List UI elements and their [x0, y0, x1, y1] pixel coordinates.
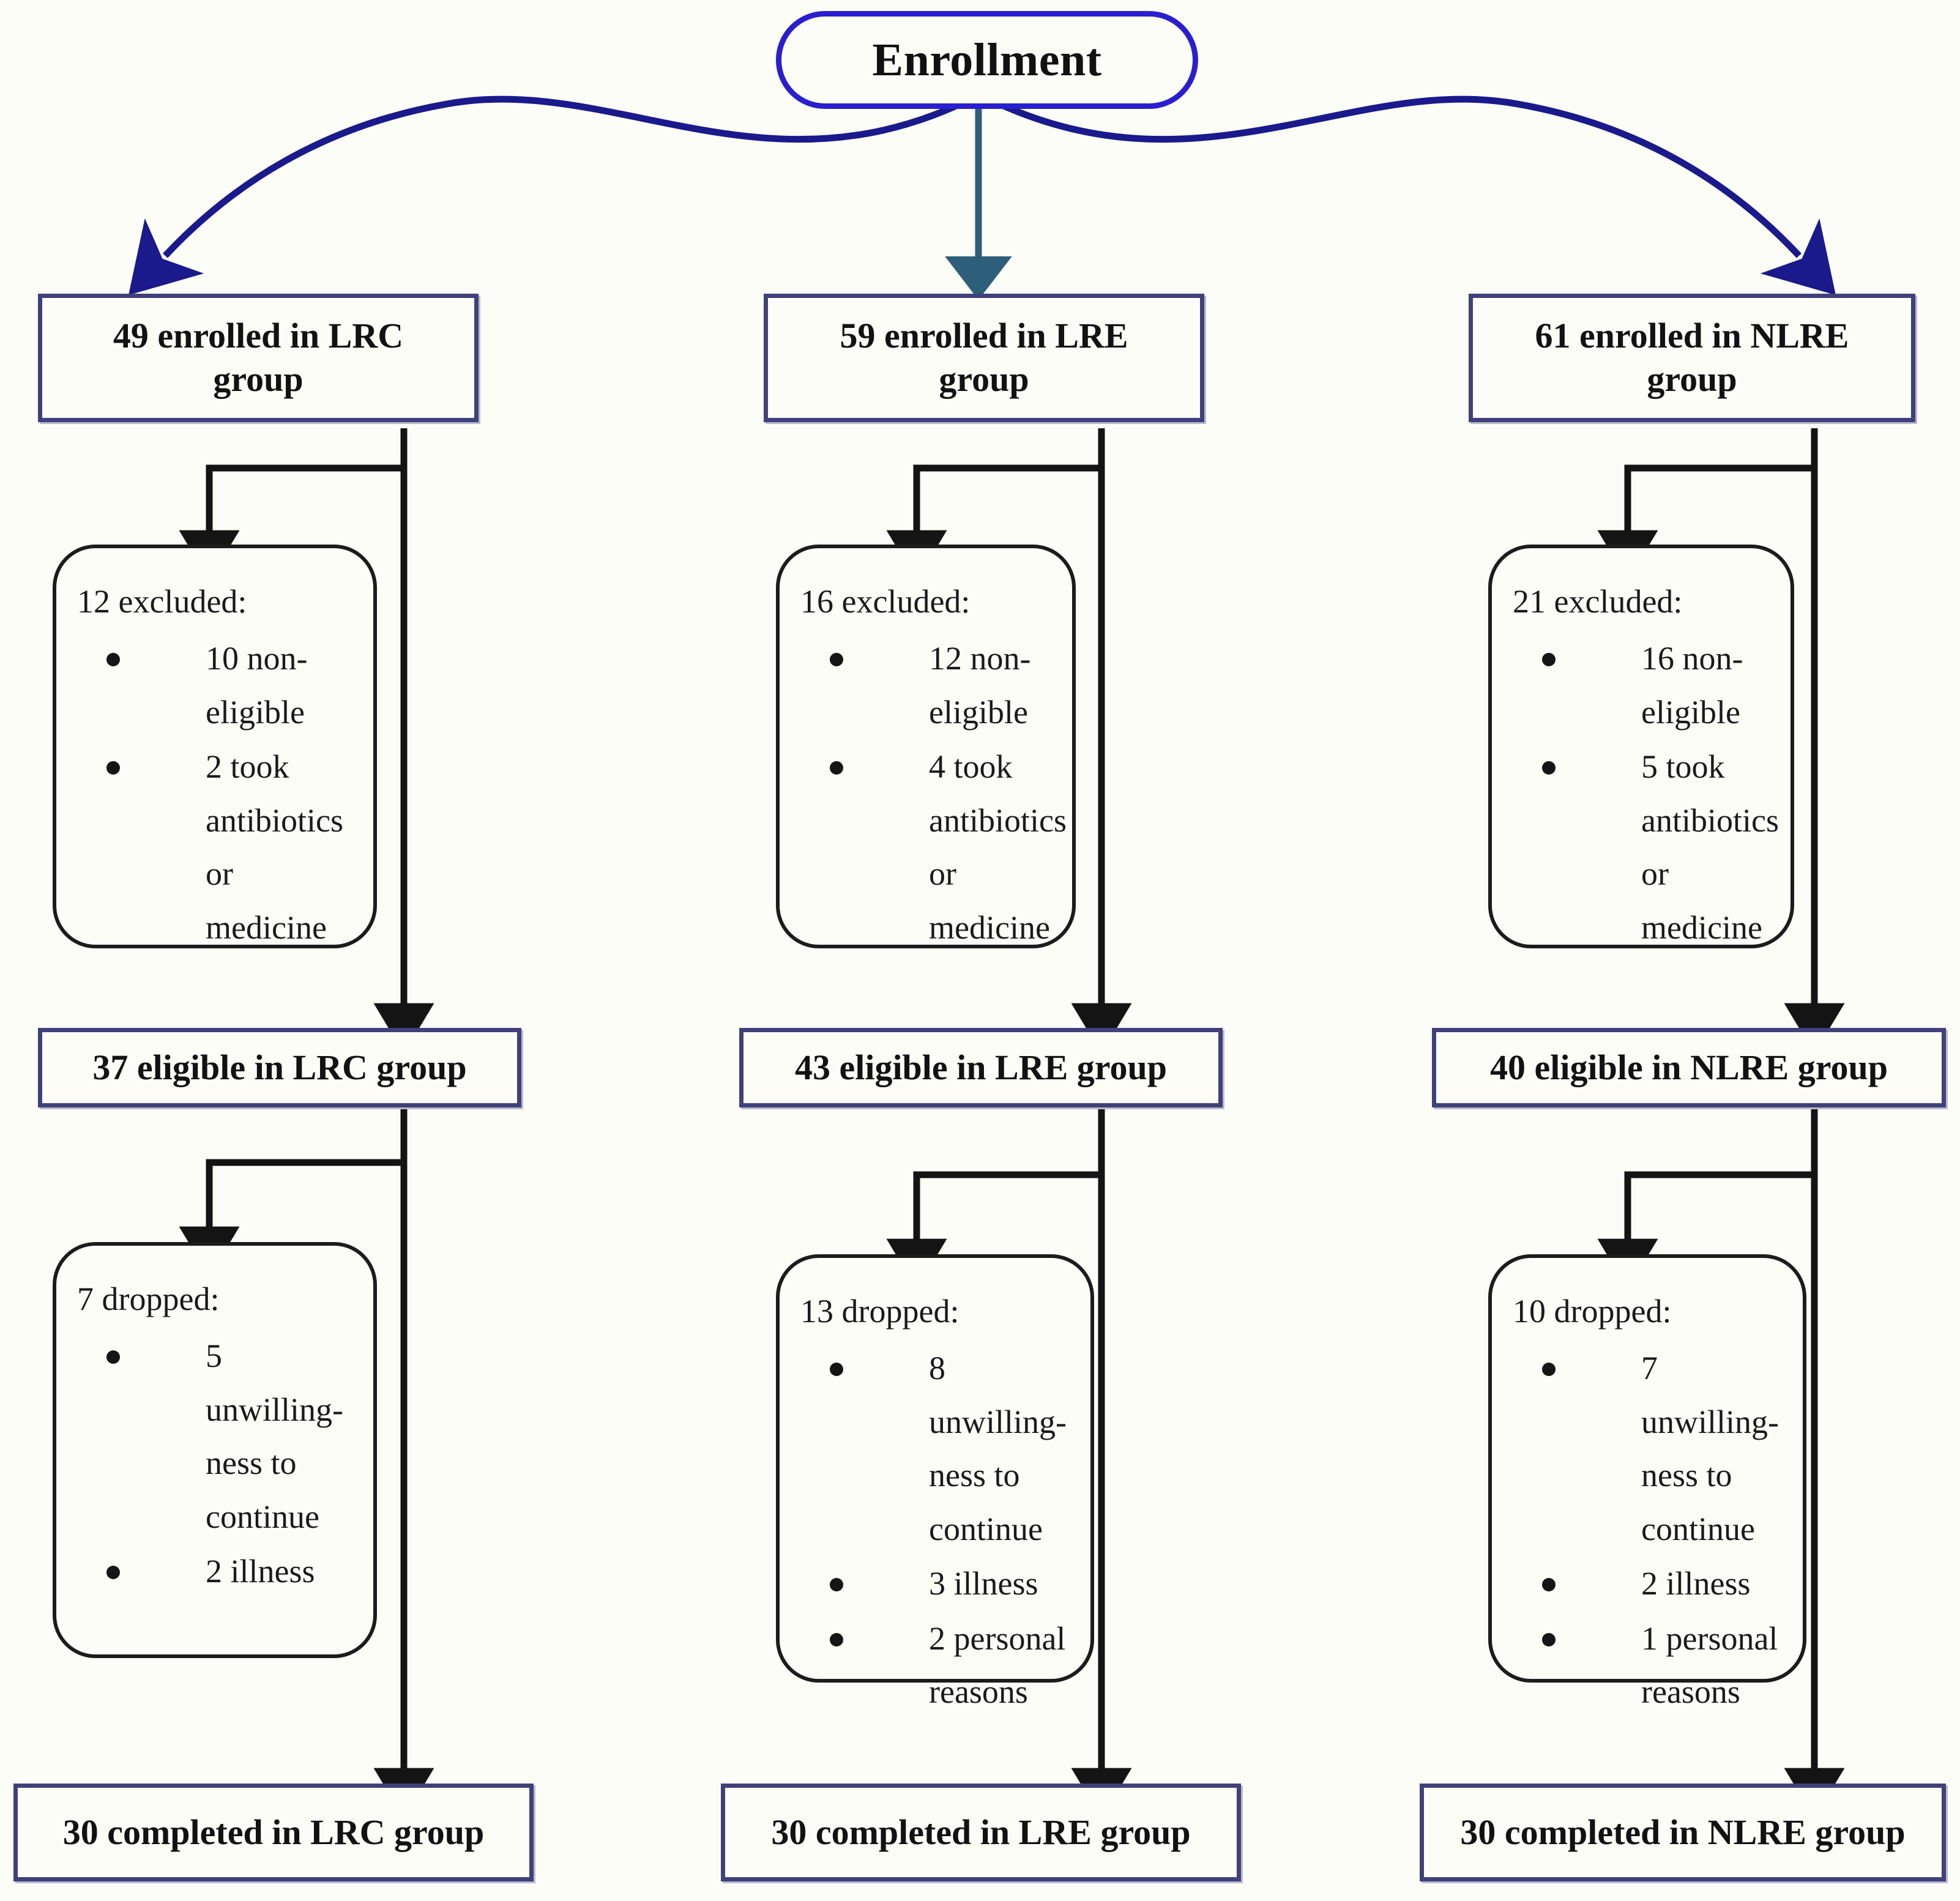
- lrc-branch-to-excluded: [179, 464, 404, 581]
- nlre-branch-to-excluded: [1597, 464, 1814, 581]
- list-item: 8 unwilling-ness to continue: [800, 1342, 1072, 1556]
- excluded-note-lrc[interactable]: 12 excluded: 10 non-eligible 2 took anti…: [53, 545, 377, 948]
- excluded-note-nlre[interactable]: 21 excluded: 16 non-eligible 5 took anti…: [1488, 545, 1794, 948]
- dropped-nlre-item-2: 1 personal reasons: [1641, 1620, 1778, 1711]
- enrollment-label: Enrollment: [872, 34, 1102, 86]
- excluded-lre-head: 16 excluded:: [800, 583, 971, 620]
- dropped-nlre-list: 7 unwilling-ness to continue 2 illness 1…: [1513, 1342, 1784, 1720]
- bullet-icon: [1542, 761, 1556, 775]
- bullet-icon: [1542, 1578, 1556, 1592]
- excluded-nlre-item-0: 16 non-eligible: [1641, 640, 1743, 731]
- lrc-branch-to-dropped: [179, 1159, 404, 1278]
- bullet-icon: [1542, 1632, 1556, 1646]
- completed-lrc-label: 30 completed in LRC group: [62, 1812, 485, 1852]
- enrolled-box-nlre[interactable]: 61 enrolled in NLRE group: [1469, 294, 1915, 422]
- enrolled-nlre-line2: group: [1647, 359, 1737, 399]
- bullet-icon: [830, 653, 843, 667]
- excluded-nlre-head: 21 excluded:: [1513, 583, 1683, 620]
- excluded-lrc-item-1: 2 took antibiotics or medicine: [206, 748, 343, 946]
- eligible-lre-label: 43 eligible in LRE group: [794, 1047, 1168, 1087]
- enrolled-lrc-line2: group: [213, 359, 304, 399]
- excluded-lrc-item-0: 10 non-eligible: [206, 640, 308, 731]
- lre-branch-to-excluded: [886, 464, 1101, 581]
- dropped-lre-list: 8 unwilling-ness to continue 3 illness 2…: [800, 1342, 1072, 1720]
- excluded-note-lre[interactable]: 16 excluded: 12 non-eligible 4 took anti…: [776, 545, 1076, 948]
- dropped-nlre-head: 10 dropped:: [1513, 1293, 1672, 1330]
- bullet-icon: [1542, 653, 1556, 667]
- dropped-lrc-item-1: 2 illness: [206, 1553, 315, 1590]
- list-item: 16 non-eligible: [1513, 632, 1772, 739]
- excluded-lre-item-1: 4 took antibiotics or medicine: [929, 748, 1067, 946]
- dropped-nlre-item-1: 2 illness: [1641, 1565, 1751, 1602]
- enrolled-lre-line2: group: [939, 359, 1029, 399]
- enrolled-box-lre[interactable]: 59 enrolled in LRE group: [764, 294, 1204, 422]
- enrolled-nlre-line1: 61 enrolled in NLRE: [1535, 316, 1849, 356]
- bullet-icon: [106, 653, 120, 667]
- dropped-note-nlre[interactable]: 10 dropped: 7 unwilling-ness to continue…: [1488, 1254, 1806, 1710]
- eligible-box-lrc[interactable]: 37 eligible in LRC group: [38, 1028, 521, 1107]
- bullet-icon: [830, 1632, 843, 1646]
- bullet-icon: [830, 1363, 843, 1377]
- bullet-icon: [106, 761, 120, 775]
- excluded-lre-item-0: 12 non-eligible: [929, 640, 1031, 731]
- dropped-lrc-item-0: 5 unwilling-ness to continue: [206, 1337, 343, 1535]
- bullet-icon: [106, 1566, 120, 1580]
- list-item: 2 illness: [1513, 1557, 1784, 1610]
- eligible-box-lre[interactable]: 43 eligible in LRE group: [739, 1028, 1223, 1107]
- list-item: 2 personal reasons: [800, 1612, 1072, 1719]
- completed-box-nlre[interactable]: 30 completed in NLRE group: [1420, 1784, 1946, 1881]
- completed-box-lre[interactable]: 30 completed in LRE group: [721, 1784, 1241, 1881]
- enrollment-node[interactable]: Enrollment: [776, 11, 1198, 109]
- list-item: 3 illness: [800, 1557, 1072, 1610]
- dropped-note-lrc[interactable]: 7 dropped: 5 unwilling-ness to continue …: [53, 1242, 377, 1658]
- list-item: 7 unwilling-ness to continue: [1513, 1342, 1784, 1556]
- completed-lre-label: 30 completed in LRE group: [771, 1812, 1191, 1852]
- list-item: 5 unwilling-ness to continue: [77, 1330, 355, 1544]
- eligible-nlre-label: 40 eligible in NLRE group: [1490, 1047, 1888, 1087]
- excluded-nlre-list: 16 non-eligible 5 took antibiotics or me…: [1513, 632, 1779, 956]
- list-item: 4 took antibiotics or medicine: [800, 740, 1067, 954]
- dropped-lre-item-1: 3 illness: [929, 1565, 1038, 1602]
- list-item: 2 took antibiotics or medicine: [77, 740, 355, 954]
- list-item: 10 non-eligible: [77, 632, 355, 739]
- dropped-note-lre[interactable]: 13 dropped: 8 unwilling-ness to continue…: [776, 1254, 1094, 1710]
- excluded-lre-list: 12 non-eligible 4 took antibiotics or me…: [800, 632, 1067, 956]
- dropped-lre-head: 13 dropped:: [800, 1293, 960, 1330]
- bullet-icon: [106, 1350, 120, 1364]
- curved-arrow-to-lrc: [128, 95, 975, 296]
- enrolled-box-lrc[interactable]: 49 enrolled in LRC group: [38, 294, 479, 422]
- dropped-lre-item-0: 8 unwilling-ness to continue: [929, 1350, 1067, 1547]
- lre-branch-to-dropped: [886, 1171, 1101, 1290]
- completed-box-lrc[interactable]: 30 completed in LRC group: [13, 1784, 534, 1881]
- dropped-lrc-list: 5 unwilling-ness to continue 2 illness: [77, 1330, 355, 1599]
- eligible-box-nlre[interactable]: 40 eligible in NLRE group: [1432, 1028, 1946, 1107]
- list-item: 5 took antibiotics or medicine: [1513, 740, 1779, 954]
- bullet-icon: [830, 1578, 843, 1592]
- excluded-lrc-head: 12 excluded:: [77, 583, 247, 620]
- excluded-lrc-list: 10 non-eligible 2 took antibiotics or me…: [77, 632, 355, 956]
- curved-arrow-to-nlre: [985, 95, 1836, 296]
- excluded-nlre-item-1: 5 took antibiotics or medicine: [1641, 748, 1779, 946]
- bullet-icon: [1542, 1363, 1556, 1377]
- dropped-lrc-head: 7 dropped:: [77, 1281, 220, 1317]
- dropped-lre-item-2: 2 personal reasons: [929, 1620, 1066, 1711]
- eligible-lrc-label: 37 eligible in LRC group: [92, 1047, 467, 1087]
- enrolled-lre-line1: 59 enrolled in LRE: [840, 316, 1128, 356]
- dropped-nlre-item-0: 7 unwilling-ness to continue: [1641, 1350, 1779, 1547]
- list-item: 12 non-eligible: [800, 632, 1054, 739]
- enrolled-lrc-line1: 49 enrolled in LRC: [113, 316, 404, 356]
- list-item: 1 personal reasons: [1513, 1612, 1784, 1719]
- bullet-icon: [830, 761, 843, 775]
- nlre-branch-to-dropped: [1597, 1171, 1814, 1290]
- list-item: 2 illness: [77, 1545, 355, 1598]
- completed-nlre-label: 30 completed in NLRE group: [1460, 1812, 1906, 1852]
